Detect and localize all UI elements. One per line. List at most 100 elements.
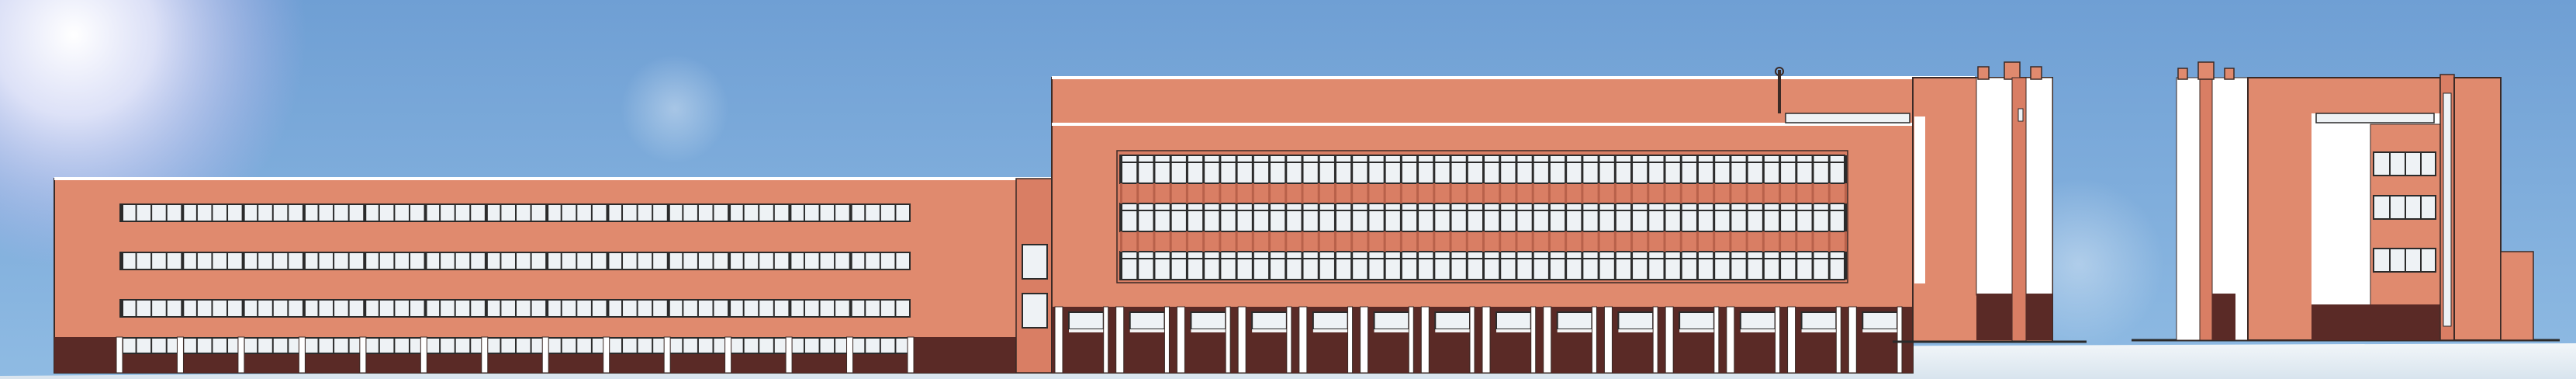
window-mullion [742, 204, 745, 221]
window-mullion [1465, 155, 1468, 183]
window-mullion [515, 338, 517, 353]
window-mullion [803, 338, 805, 353]
brick-fin [1482, 231, 1485, 252]
brick-fin [1696, 231, 1699, 252]
window-mullion [1136, 155, 1139, 183]
ground-bay-window [1129, 311, 1166, 330]
window-mullion [500, 300, 502, 317]
window-mullion [317, 204, 320, 221]
window-pier [241, 300, 245, 317]
brick-fin [1235, 231, 1238, 252]
side-elevation-building [2132, 61, 2560, 342]
window-mullion [1383, 203, 1386, 231]
window-mullion [271, 338, 274, 353]
window-pier [363, 252, 367, 269]
window-pier [545, 204, 549, 221]
window-mullion [500, 338, 502, 353]
window-mullion [697, 204, 699, 221]
window-mullion [211, 252, 213, 269]
window-mullion [758, 204, 760, 221]
brick-fin [1547, 183, 1551, 203]
window-mullion [576, 252, 578, 269]
window-mullion [454, 300, 456, 317]
window-mullion [590, 252, 593, 269]
window-mullion [834, 300, 836, 317]
window-mullion [287, 300, 289, 317]
brick-fin [1613, 183, 1616, 203]
window-mullion [393, 252, 396, 269]
window-mullion [135, 300, 137, 317]
tower-white-column [2025, 77, 2053, 296]
window-mullion [1597, 203, 1600, 231]
brick-fin [1251, 183, 1254, 203]
lens-flare [621, 54, 729, 163]
window-mullion [469, 204, 472, 221]
window-pier [302, 252, 306, 269]
window-mullion [1251, 155, 1254, 183]
window-mullion [1301, 203, 1304, 231]
window-mullion [576, 204, 578, 221]
window-pier [545, 252, 549, 269]
brick-fin [1285, 231, 1288, 252]
brick-fin [1565, 183, 1568, 203]
window-mullion [803, 252, 805, 269]
ground-bay-sill [1618, 329, 1654, 332]
window-mullion [773, 252, 775, 269]
window-mullion [1613, 203, 1616, 231]
ground-bay-window [1312, 311, 1349, 330]
window-mullion [1235, 155, 1238, 183]
window-mullion [135, 338, 137, 353]
window-mullion [1827, 155, 1831, 183]
ground-bay-window [1862, 311, 1898, 330]
window-pier [424, 252, 427, 269]
brick-fin [1729, 231, 1732, 252]
window-pier [666, 300, 670, 317]
brick-fin [1465, 183, 1468, 203]
brick-fin [1845, 231, 1847, 252]
ground-bay-sill [1191, 329, 1226, 332]
window-mullion [1399, 252, 1402, 280]
window-mullion [1647, 252, 1650, 280]
window-mullion [1333, 155, 1336, 183]
window-mullion [1630, 252, 1634, 280]
window-pier [606, 300, 610, 317]
window-mullion [1317, 252, 1320, 280]
left-wing-building [54, 177, 1053, 374]
brick-fin [1153, 183, 1156, 203]
window-mullion [1531, 252, 1534, 280]
ground-bay-sill [1374, 329, 1409, 332]
tower-chimney [2030, 66, 2042, 80]
window-mullion [758, 338, 760, 353]
ground-bay-sill [1435, 329, 1470, 332]
window-mullion [378, 338, 380, 353]
window-mullion [834, 252, 836, 269]
window-mullion [500, 252, 502, 269]
roof-vent-pipe [1778, 70, 1781, 113]
window-mullion [1762, 155, 1765, 183]
window-mullion [1383, 252, 1386, 280]
brick-fin [1597, 231, 1600, 252]
window-mullion [393, 204, 396, 221]
window-pier [484, 252, 488, 269]
window-mullion [1696, 203, 1699, 231]
brick-fin [1663, 231, 1666, 252]
window-mullion [1515, 155, 1518, 183]
window-mullion [1581, 155, 1584, 183]
window-pier [181, 204, 185, 221]
window-mullion [1202, 155, 1205, 183]
ground-bay-sill [1069, 329, 1104, 332]
window-mullion [1729, 203, 1732, 231]
tower-base [2026, 294, 2052, 340]
left-wing-window-grid [119, 203, 911, 354]
window-mullion [1153, 252, 1156, 280]
window-mullion [1285, 155, 1288, 183]
window-mullion [621, 204, 624, 221]
window-mullion [1202, 252, 1205, 280]
window-mullion [1433, 203, 1436, 231]
window-mullion [1547, 252, 1551, 280]
window-mullion [469, 300, 472, 317]
ground-bay-post [1286, 306, 1292, 374]
window-mullion [1565, 155, 1568, 183]
ground-bay-post [1652, 306, 1658, 374]
window-pier [120, 252, 123, 269]
